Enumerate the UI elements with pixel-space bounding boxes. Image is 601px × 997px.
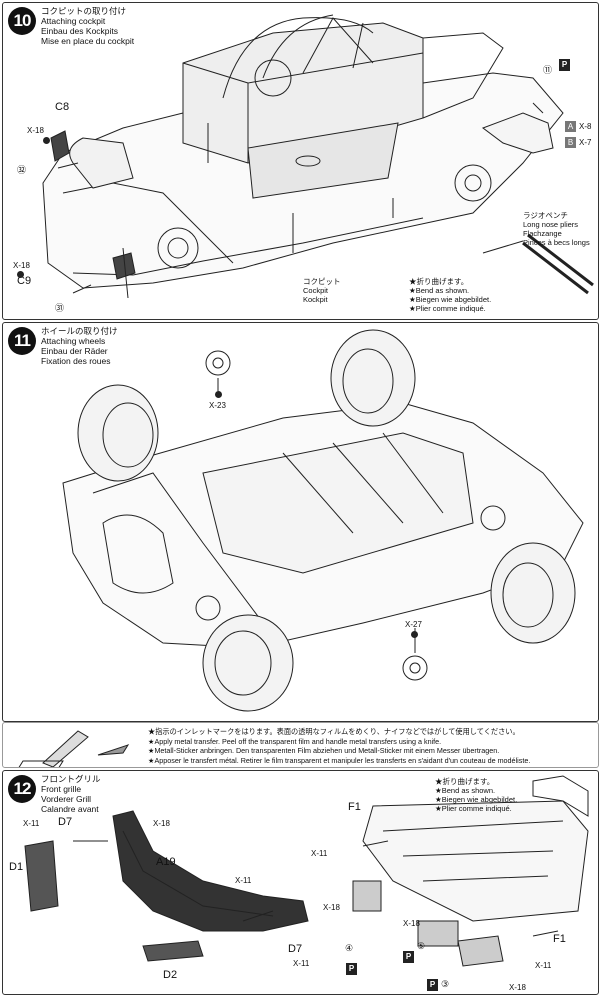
bend-label-en: ★Bend as shown. (409, 286, 470, 295)
note-text: ★指示のインレットマークをはります。表面の透明なフィルムをめくり、ナイフなどでは… (148, 727, 530, 765)
step-title-de: Einbau des Kockpits (41, 26, 119, 36)
part-d7-b: D7 (288, 943, 303, 955)
pliers-label-de: Flachzange (523, 229, 562, 238)
step-titles: フロントグリル Front grille Vorderer Grill Cala… (41, 774, 101, 814)
screw-icon (43, 137, 50, 144)
step-title-de: Vorderer Grill (41, 794, 92, 804)
bend-label-en: ★Bend as shown. (435, 786, 496, 795)
bend-label-de: ★Biegen wie abgebildet. (409, 295, 492, 304)
step-11-panel: 11 ホイールの取り付け Attaching wheels Einbau der… (2, 322, 599, 722)
bend-label-de: ★Biegen wie abgebildet. (435, 795, 518, 804)
part-c8: C8 (55, 101, 70, 113)
pliers-label-en: Long nose pliers (523, 220, 579, 229)
step-titles: ホイールの取り付け Attaching wheels Einbau der Rä… (41, 326, 118, 366)
pliers-label-fr: Pinces à becs longs (523, 238, 590, 247)
cockpit-label-de: Kockpit (303, 295, 328, 304)
note-line-fr: ★Apposer le transfert métal. Retirer le … (148, 755, 531, 765)
paint-icon: P (403, 951, 414, 963)
screw-x23: X-23 (209, 401, 226, 410)
screw-x11-d: X-11 (311, 849, 328, 858)
wheels-assembly-drawing (62, 329, 584, 712)
screw-x18-a: X-18 (153, 819, 170, 828)
step-title-de: Einbau der Räder (41, 346, 108, 356)
note-line-ja: ★指示のインレットマークをはります。表面の透明なフィルムをめくり、ナイフなどでは… (148, 727, 520, 736)
step-number: 10 (8, 7, 36, 35)
screw-x27: X-27 (405, 620, 422, 629)
screw-x18-c: X-18 (403, 919, 420, 928)
ref-31: ㉛ (55, 303, 65, 313)
bend-label-ja: ★折り曲げます。 (435, 777, 495, 786)
ref-11: ⑪ (543, 65, 553, 75)
screw-x11-a: X-11 (23, 819, 40, 828)
paint-icon: P (346, 963, 357, 975)
step-12-panel: 12 フロントグリル Front grille Vorderer Grill C… (2, 770, 599, 995)
ref-32: ㉜ (17, 165, 27, 175)
bend-label-ja: ★折り曲げます。 (409, 277, 469, 286)
part-d7-a: D7 (58, 816, 73, 828)
ref-4: ④ (345, 943, 354, 953)
screw-x11-c: X-11 (293, 959, 310, 968)
ref-3: ③ (441, 979, 450, 989)
step-number: 11 (8, 327, 36, 355)
box-a: A (565, 121, 576, 132)
screw-icon (215, 391, 222, 398)
screw-x18-a: X-18 (27, 126, 44, 135)
step-title-en: Attaching wheels (41, 336, 106, 346)
step-title-ja: コクピットの取り付け (41, 6, 127, 16)
front-grille-assembly-drawing (24, 775, 589, 967)
bend-label: ★折り曲げます。 ★Bend as shown. ★Biegen wie abg… (409, 277, 491, 313)
step-number: 12 (8, 775, 36, 803)
ref-5: ⑤ (417, 941, 426, 951)
note-line-de: ★Metall-Sticker anbringen. Den transpare… (148, 746, 500, 755)
screw-icon (411, 631, 418, 638)
screw-x18-b: X-18 (13, 261, 30, 270)
step-title-ja: フロントグリル (41, 774, 101, 784)
part-f1-a: F1 (348, 801, 361, 813)
screw-x11-b: X-11 (235, 876, 252, 885)
part-d1: D1 (9, 861, 24, 873)
note-line-en: ★Apply metal transfer. Peel off the tran… (148, 736, 442, 746)
cockpit-label-en: Cockpit (303, 286, 329, 295)
step-title-fr: Mise en place du cockpit (41, 36, 135, 46)
screw-icon (17, 271, 24, 278)
pliers-label-ja: ラジオペンチ (523, 211, 568, 220)
cockpit-assembly-drawing (42, 14, 594, 299)
step-title-en: Front grille (41, 784, 82, 794)
step-title-ja: ホイールの取り付け (41, 326, 118, 336)
knife-illustration (18, 730, 130, 767)
step-10-panel: 10 コクピットの取り付け Attaching cockpit Einbau d… (2, 2, 599, 320)
screw-x18-d: X-18 (509, 983, 526, 992)
cockpit-label-ja: コクピット (303, 277, 341, 286)
cockpit-label: コクピット Cockpit Kockpit (303, 277, 341, 304)
step-title-fr: Fixation des roues (41, 356, 111, 366)
step-title-en: Attaching cockpit (41, 16, 106, 26)
paint-icon: P (559, 59, 570, 71)
paint-icon: P (427, 979, 438, 991)
part-x7-label: X-7 (579, 138, 592, 147)
part-c9: C9 (17, 275, 32, 287)
screw-x18-b: X-18 (323, 903, 340, 912)
box-b: B (565, 137, 576, 148)
screw-x11-e: X-11 (535, 961, 552, 970)
part-a19: A19 (156, 856, 176, 868)
bend-label-fr: ★Plier comme indiqué. (409, 304, 486, 313)
pliers-label: ラジオペンチ Long nose pliers Flachzange Pince… (523, 211, 590, 247)
part-f1-b: F1 (553, 933, 566, 945)
step-titles: コクピットの取り付け Attaching cockpit Einbau des … (41, 6, 134, 46)
part-x8-label: X-8 (579, 122, 592, 131)
step-title-fr: Calandre avant (41, 804, 99, 814)
bend-label: ★折り曲げます。 ★Bend as shown. ★Biegen wie abg… (435, 777, 517, 813)
part-d2: D2 (163, 969, 178, 981)
metal-transfer-note: ★指示のインレットマークをはります。表面の透明なフィルムをめくり、ナイフなどでは… (2, 722, 599, 768)
bend-label-fr: ★Plier comme indiqué. (435, 804, 512, 813)
